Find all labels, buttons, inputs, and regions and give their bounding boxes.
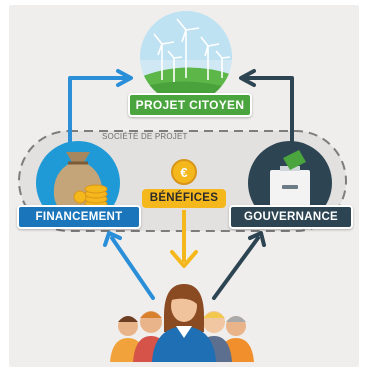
node-gouvernance: GOUVERNANCE bbox=[229, 205, 353, 229]
arrow-citizens-to-financement bbox=[103, 231, 155, 300]
euro-symbol: € bbox=[180, 165, 187, 180]
arrow-benefices-to-citizens bbox=[170, 210, 198, 268]
citizens-group-icon bbox=[110, 284, 254, 362]
arrow-gouvernance-to-projet bbox=[239, 69, 294, 148]
ballot-box-icon bbox=[248, 141, 332, 225]
node-projet-citoyen: PROJET CITOYEN bbox=[128, 93, 252, 117]
arrow-citizens-to-gouvernance bbox=[212, 231, 266, 300]
arrow-financement-to-projet bbox=[68, 69, 133, 148]
node-benefices: BÉNÉFICES bbox=[142, 189, 226, 208]
node-financement: FINANCEMENT bbox=[17, 205, 141, 229]
euro-coin-icon: € bbox=[171, 159, 197, 185]
money-bag-icon bbox=[36, 141, 120, 225]
group-label: SOCIÉTÉ DE PROJET bbox=[102, 132, 188, 141]
